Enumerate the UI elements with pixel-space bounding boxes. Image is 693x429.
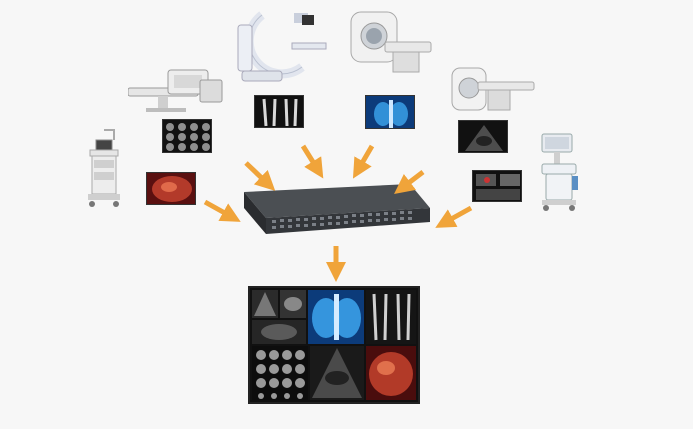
c-arm-icon (232, 5, 327, 85)
endoscopy-cart-icon (82, 128, 127, 208)
image-mosaic-icon (248, 286, 420, 404)
arrow-from-c-arm (300, 144, 324, 179)
ct-scanner-icon (345, 8, 435, 78)
arrow-from-ultrasound-cart (435, 205, 473, 228)
network-switch-icon (238, 182, 433, 244)
ultrasound-cart-icon (536, 130, 586, 212)
brain-mri-grid-thumbnail (162, 119, 212, 153)
ultrasound-doppler-thumbnail (472, 170, 522, 202)
arrow-from-endoscopy-cart (203, 199, 241, 222)
surgical-table-icon (128, 64, 228, 114)
chest-xray-thumbnail (365, 95, 415, 129)
ultrasound-scan-thumbnail (458, 120, 508, 153)
arrow-from-ct-scanner (352, 144, 375, 179)
arrow-from-surgical-table (244, 161, 276, 191)
endoscopy-thumbnail (146, 172, 196, 205)
leg-xray-thumbnail (254, 95, 304, 128)
mri-scanner-icon (448, 66, 538, 116)
